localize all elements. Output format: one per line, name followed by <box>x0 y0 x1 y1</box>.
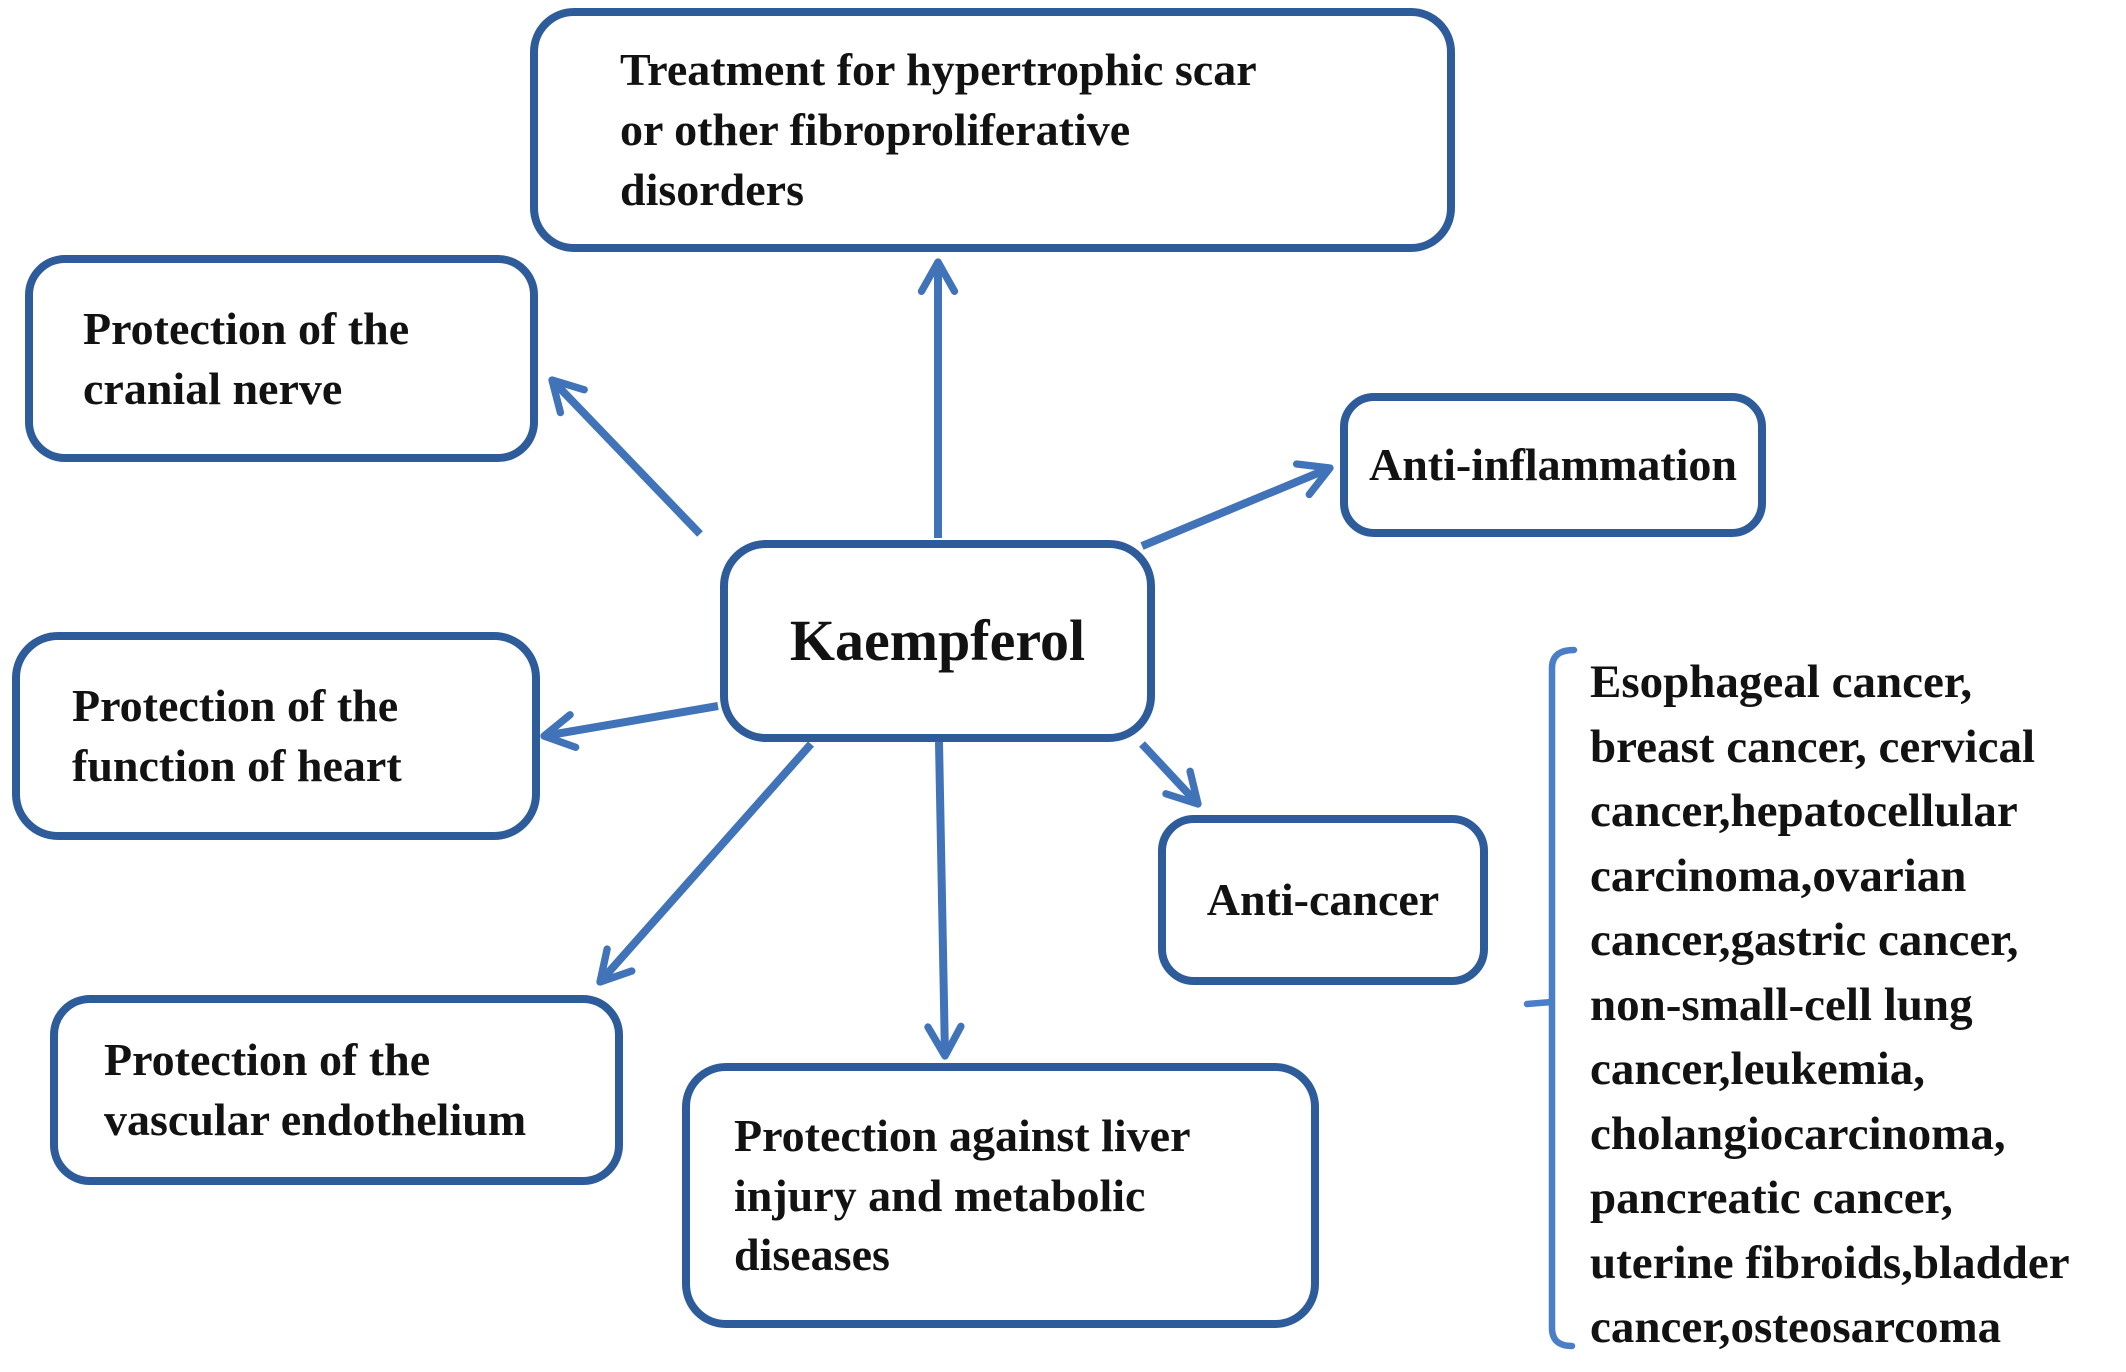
cancer-list-line: Esophageal cancer, <box>1590 656 1973 708</box>
cancer-list-line: cancer,gastric cancer, <box>1590 914 2019 966</box>
cancer-list-line: non-small-cell lung <box>1590 978 1973 1031</box>
node-treatment-label: Treatment for hypertrophic scar or other… <box>620 44 1257 215</box>
cancer-list-line: breast cancer, cervical <box>1590 720 2036 773</box>
node-treatment-box: Treatment for hypertrophic scar or other… <box>530 8 1455 252</box>
node-anti-cancer-label: Anti-cancer <box>1206 874 1440 926</box>
node-heart-function-label: Protection of the function of heart <box>72 680 402 791</box>
node-liver-metabolic-box: Protection against liver injury and meta… <box>682 1063 1319 1328</box>
arrow-kaempferol-to-liver-metabolic <box>924 741 965 1060</box>
cancer-list-line: cancer,osteosarcoma <box>1590 1301 2002 1353</box>
cancer-list-line: cancer,hepatocellular <box>1590 785 2018 837</box>
arrow-kaempferol-to-vascular-endothelium <box>596 741 814 986</box>
cancer-list-line: pancreatic cancer, <box>1590 1172 1953 1224</box>
cancer-list-bracket <box>1523 646 1578 1350</box>
node-kaempferol-box: Kaempferol <box>720 540 1155 742</box>
cancer-list-line: carcinoma,ovarian <box>1590 849 1967 902</box>
arrow-kaempferol-to-cranial-nerve <box>548 376 703 537</box>
node-vascular-endothelium-box: Protection of the vascular endothelium <box>50 995 623 1185</box>
cancer-list-line: cholangiocarcinoma, <box>1590 1107 2006 1160</box>
node-heart-function-box: Protection of the function of heart <box>12 632 540 840</box>
node-anti-cancer-box: Anti-cancer <box>1158 815 1488 985</box>
node-kaempferol-label: Kaempferol <box>789 608 1086 674</box>
node-anti-inflammation-box: Anti-inflammation <box>1340 393 1766 537</box>
node-cranial-nerve-label: Protection of the cranial nerve <box>83 302 410 414</box>
arrow-kaempferol-to-anti-inflammation <box>1140 460 1334 550</box>
cancer-list-line: cancer,leukemia, <box>1590 1043 1926 1095</box>
arrow-kaempferol-to-anti-cancer <box>1139 741 1202 808</box>
node-vascular-endothelium-label: Protection of the vascular endothelium <box>104 1034 527 1145</box>
cancer-list-line: uterine fibroids,bladder <box>1590 1236 2070 1289</box>
node-liver-metabolic-label: Protection against liver injury and meta… <box>734 1109 1191 1281</box>
arrow-kaempferol-to-heart-function <box>540 702 719 751</box>
cancer-list: Esophageal cancer, breast cancer, cervic… <box>1590 650 2126 1360</box>
node-cranial-nerve-box: Protection of the cranial nerve <box>25 255 538 462</box>
node-anti-inflammation-label: Anti-inflammation <box>1369 439 1737 491</box>
